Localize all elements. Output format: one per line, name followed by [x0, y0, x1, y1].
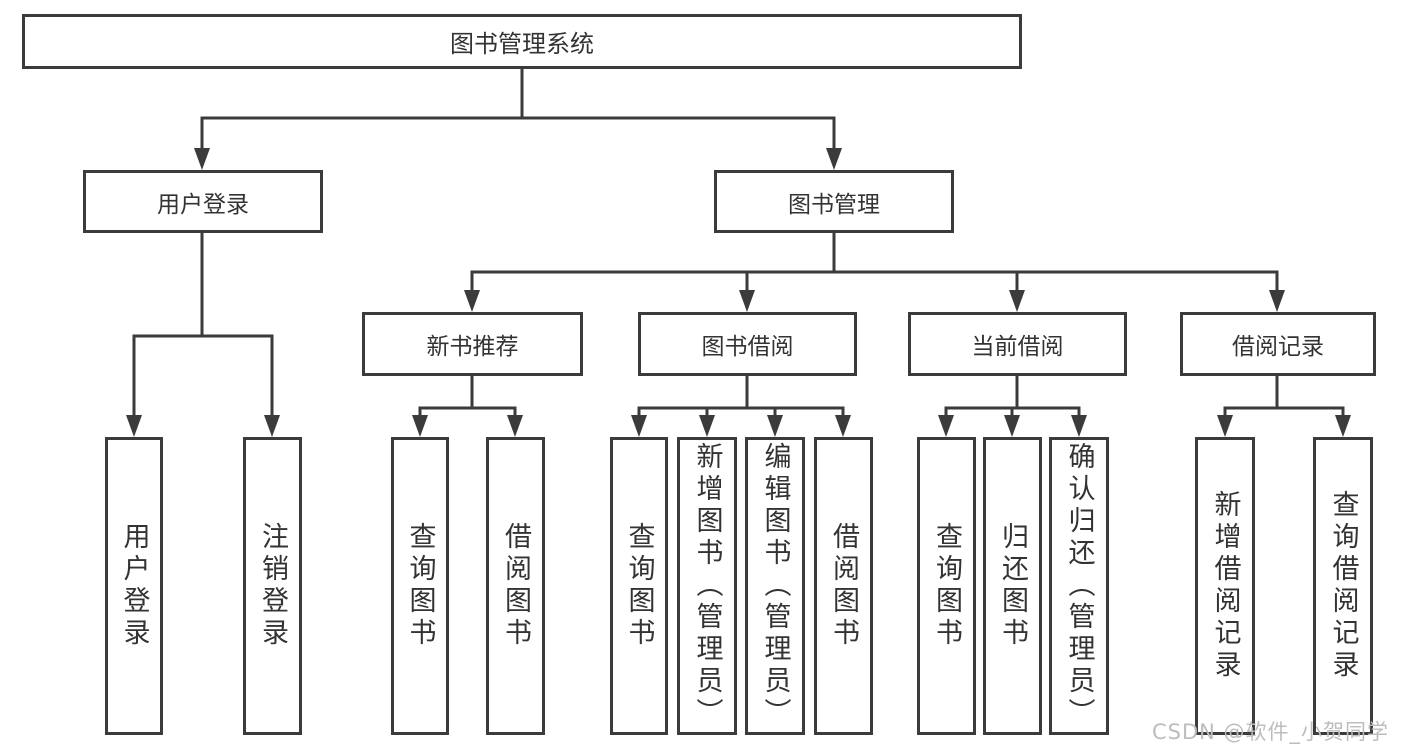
node-new-book-recommendation: 新书推荐	[362, 312, 583, 376]
node-book-borrowing-label: 图书借阅	[701, 334, 794, 360]
node-leaf-query-borrow-record: 查询借阅记录	[1313, 437, 1373, 735]
node-current-borrowing: 当前借阅	[908, 312, 1127, 376]
node-leaf-add-borrow-record: 新增借阅记录	[1195, 437, 1255, 735]
node-borrowing-records: 借阅记录	[1180, 312, 1376, 376]
node-current-borrowing-label: 当前借阅	[971, 334, 1064, 360]
node-leaf-return-books: 归还图书	[983, 437, 1042, 735]
node-book-management-branch-label: 图书管理	[788, 191, 880, 218]
node-leaf-confirm-return-admin-label: 确认归还（管理员）	[1063, 442, 1095, 730]
node-leaf-edit-books-admin: 编辑图书（管理员）	[745, 437, 805, 735]
node-new-book-recommendation-label: 新书推荐	[426, 334, 519, 360]
node-library-management-system: 图书管理系统	[22, 14, 1022, 69]
node-leaf-query-books-3: 查询图书	[917, 437, 976, 735]
node-leaf-query-books-1: 查询图书	[391, 437, 449, 735]
node-book-borrowing: 图书借阅	[638, 312, 857, 376]
node-leaf-add-borrow-record-label: 新增借阅记录	[1209, 490, 1241, 682]
node-leaf-borrow-books-2-label: 借阅图书	[828, 522, 859, 650]
node-leaf-query-books-1-label: 查询图书	[404, 522, 436, 650]
node-library-management-system-label: 图书管理系统	[450, 30, 594, 58]
node-leaf-query-books-2: 查询图书	[610, 437, 668, 735]
node-leaf-return-books-label: 归还图书	[997, 522, 1028, 650]
node-user-login-branch: 用户登录	[83, 170, 323, 233]
node-book-management-branch: 图书管理	[714, 170, 954, 233]
node-leaf-edit-books-admin-label: 编辑图书（管理员）	[759, 442, 791, 730]
node-leaf-logout-label: 注销登录	[257, 522, 288, 650]
node-leaf-query-borrow-record-label: 查询借阅记录	[1327, 490, 1359, 682]
node-leaf-add-books-admin-label: 新增图书（管理员）	[691, 442, 723, 730]
node-user-login-branch-label: 用户登录	[157, 191, 249, 218]
node-borrowing-records-label: 借阅记录	[1232, 334, 1324, 360]
node-leaf-user-login-label: 用户登录	[118, 522, 150, 650]
node-leaf-borrow-books-2: 借阅图书	[814, 437, 873, 735]
node-leaf-query-books-3-label: 查询图书	[931, 522, 962, 650]
csdn-watermark: CSDN @软件_小贺同学	[1152, 720, 1390, 744]
node-leaf-user-login: 用户登录	[105, 437, 163, 735]
node-leaf-confirm-return-admin: 确认归还（管理员）	[1049, 437, 1109, 735]
node-leaf-logout: 注销登录	[243, 437, 302, 735]
node-leaf-add-books-admin: 新增图书（管理员）	[677, 437, 737, 735]
node-leaf-borrow-books-1-label: 借阅图书	[500, 522, 531, 650]
node-leaf-borrow-books-1: 借阅图书	[486, 437, 545, 735]
node-leaf-query-books-2-label: 查询图书	[623, 522, 655, 650]
